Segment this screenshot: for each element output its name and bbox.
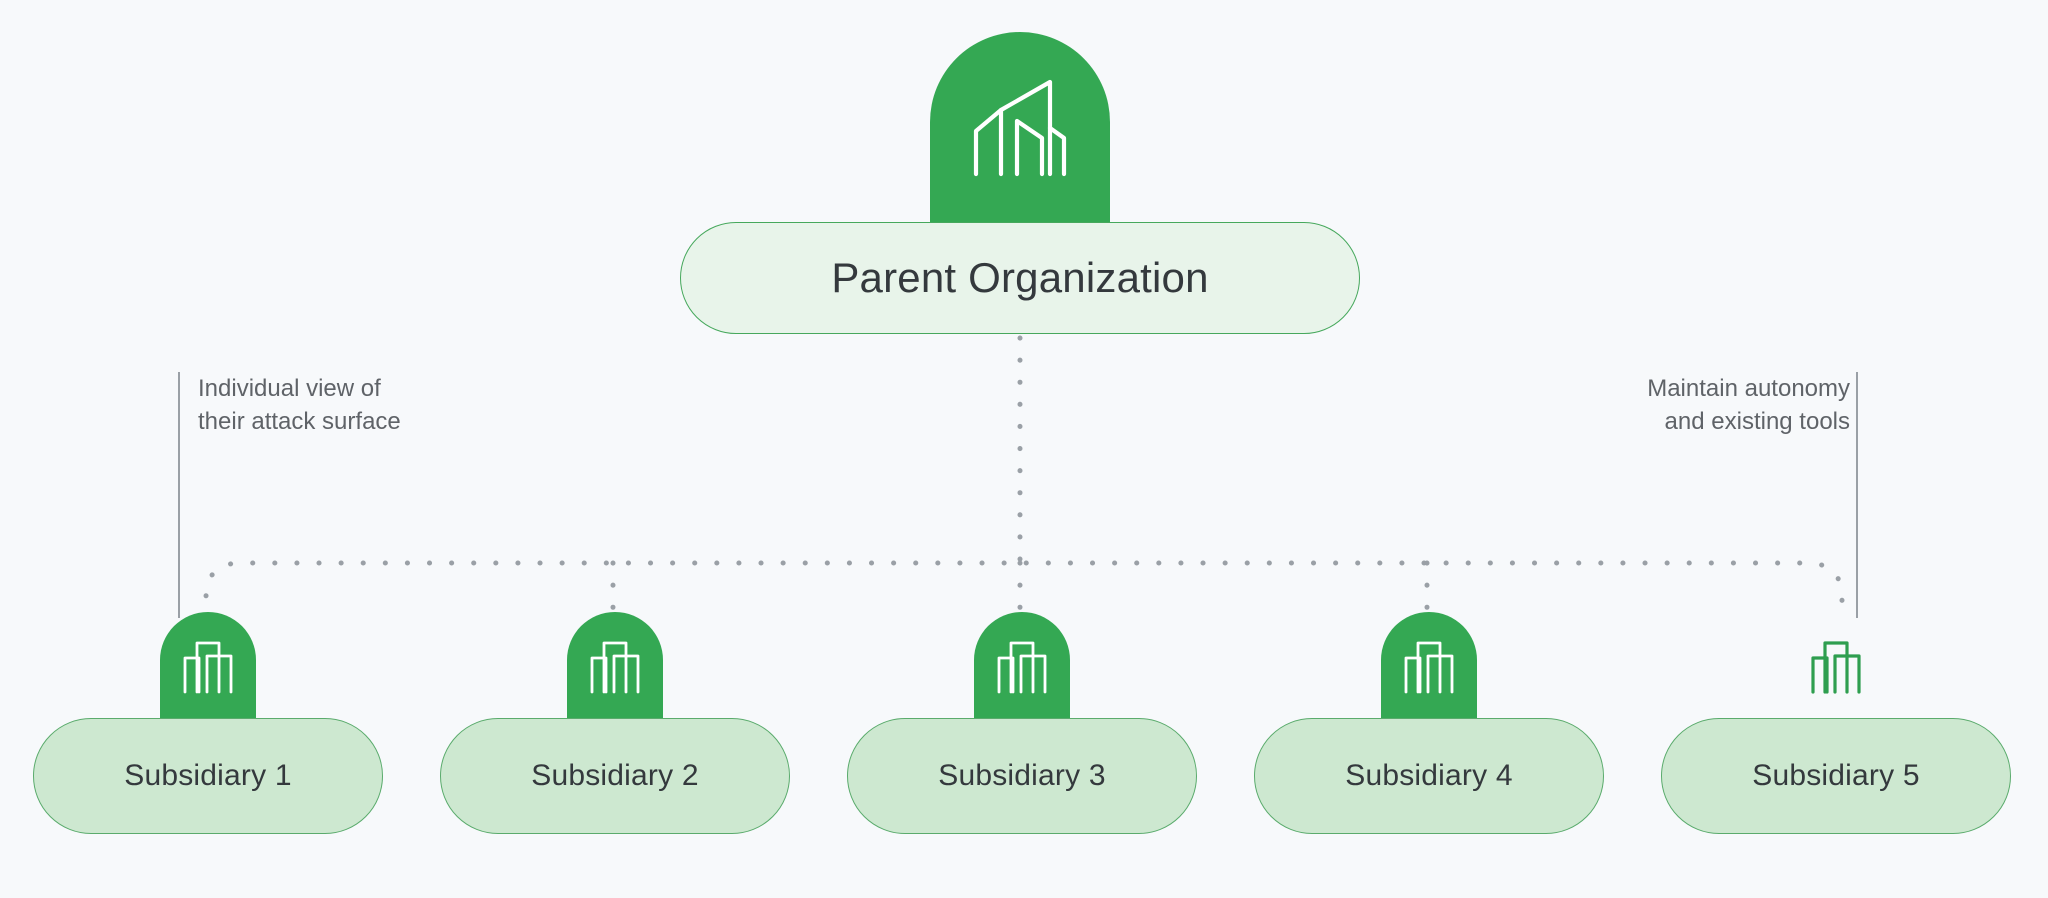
parent-dome [930,32,1110,252]
subsidiary-4-label: Subsidiary 4 [1345,759,1513,792]
node-subsidiary-5[interactable]: Subsidiary 5 [1661,612,2011,852]
building-towers-icon [1811,641,1861,694]
skyscraper-building-icon [973,79,1067,177]
annotation-left: Individual view of their attack surface [198,372,401,438]
node-subsidiary-4[interactable]: Subsidiary 4 [1254,612,1604,852]
parent-pill[interactable]: Parent Organization [680,222,1360,334]
subsidiary-1-dome [160,612,256,730]
annotation-rule-left [178,372,180,618]
parent-label: Parent Organization [831,254,1209,301]
subsidiary-4-dome [1381,612,1477,730]
subsidiary-5-pill[interactable]: Subsidiary 5 [1661,718,2011,834]
subsidiary-1-pill[interactable]: Subsidiary 1 [33,718,383,834]
subsidiary-3-dome [974,612,1070,730]
annotation-rule-right [1856,372,1858,618]
annotation-right-text: Maintain autonomy and existing tools [1647,375,1850,436]
node-subsidiary-3[interactable]: Subsidiary 3 [847,612,1197,852]
building-towers-icon [183,641,233,694]
building-towers-icon [590,641,640,694]
subsidiary-5-label: Subsidiary 5 [1752,759,1920,792]
connector-bus [203,560,1845,621]
subsidiary-4-pill[interactable]: Subsidiary 4 [1254,718,1604,834]
annotation-right: Maintain autonomy and existing tools [1647,372,1850,438]
subsidiary-2-pill[interactable]: Subsidiary 2 [440,718,790,834]
building-towers-icon [997,641,1047,694]
subsidiary-2-dome [567,612,663,730]
subsidiary-5-dome [1788,612,1884,730]
annotation-left-text: Individual view of their attack surface [198,375,401,436]
subsidiary-3-pill[interactable]: Subsidiary 3 [847,718,1197,834]
subsidiary-3-label: Subsidiary 3 [938,759,1106,792]
building-towers-icon [1404,641,1454,694]
node-subsidiary-1[interactable]: Subsidiary 1 [33,612,383,852]
subsidiary-1-label: Subsidiary 1 [124,759,292,792]
subsidiary-2-label: Subsidiary 2 [531,759,699,792]
node-parent-organization[interactable]: Parent Organization [680,32,1360,334]
node-subsidiary-2[interactable]: Subsidiary 2 [440,612,790,852]
